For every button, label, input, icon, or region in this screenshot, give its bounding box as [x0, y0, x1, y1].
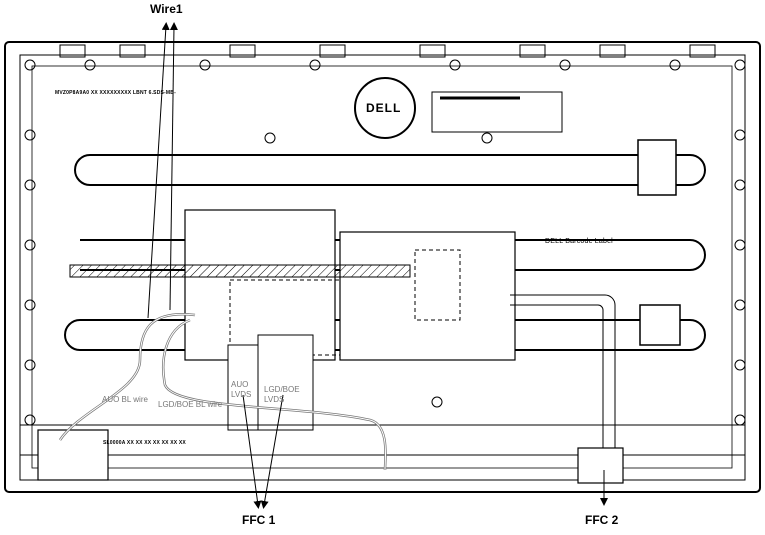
callout-arrows: [147, 22, 608, 509]
bottom-label: SL0000A XX XX XX XX XX XX XX: [103, 440, 186, 446]
ffc1-callout: FFC 1: [242, 513, 276, 527]
heat-pipes: [64, 154, 706, 351]
ffc2-callout: FFC 2: [585, 513, 619, 527]
main-board: [339, 231, 516, 361]
inner-frame: [19, 54, 746, 481]
outer-frame: [4, 41, 761, 493]
top-clips: [59, 44, 716, 58]
barcode-label: DELL Barcode Label: [545, 238, 613, 245]
lgd-boe-bl-wire-label: LGD/BOE BL wire: [158, 400, 223, 409]
auo-bl-wire-label: AUO BL wire: [102, 395, 148, 404]
dell-logo: [354, 77, 416, 139]
wire1-callout: Wire1: [150, 2, 183, 16]
part-label: MVZ0P8A9A0 XX XXXXXXXXX LBNT 6.SDS-MB-: [55, 90, 176, 96]
dell-logo-text: DELL: [366, 101, 402, 115]
